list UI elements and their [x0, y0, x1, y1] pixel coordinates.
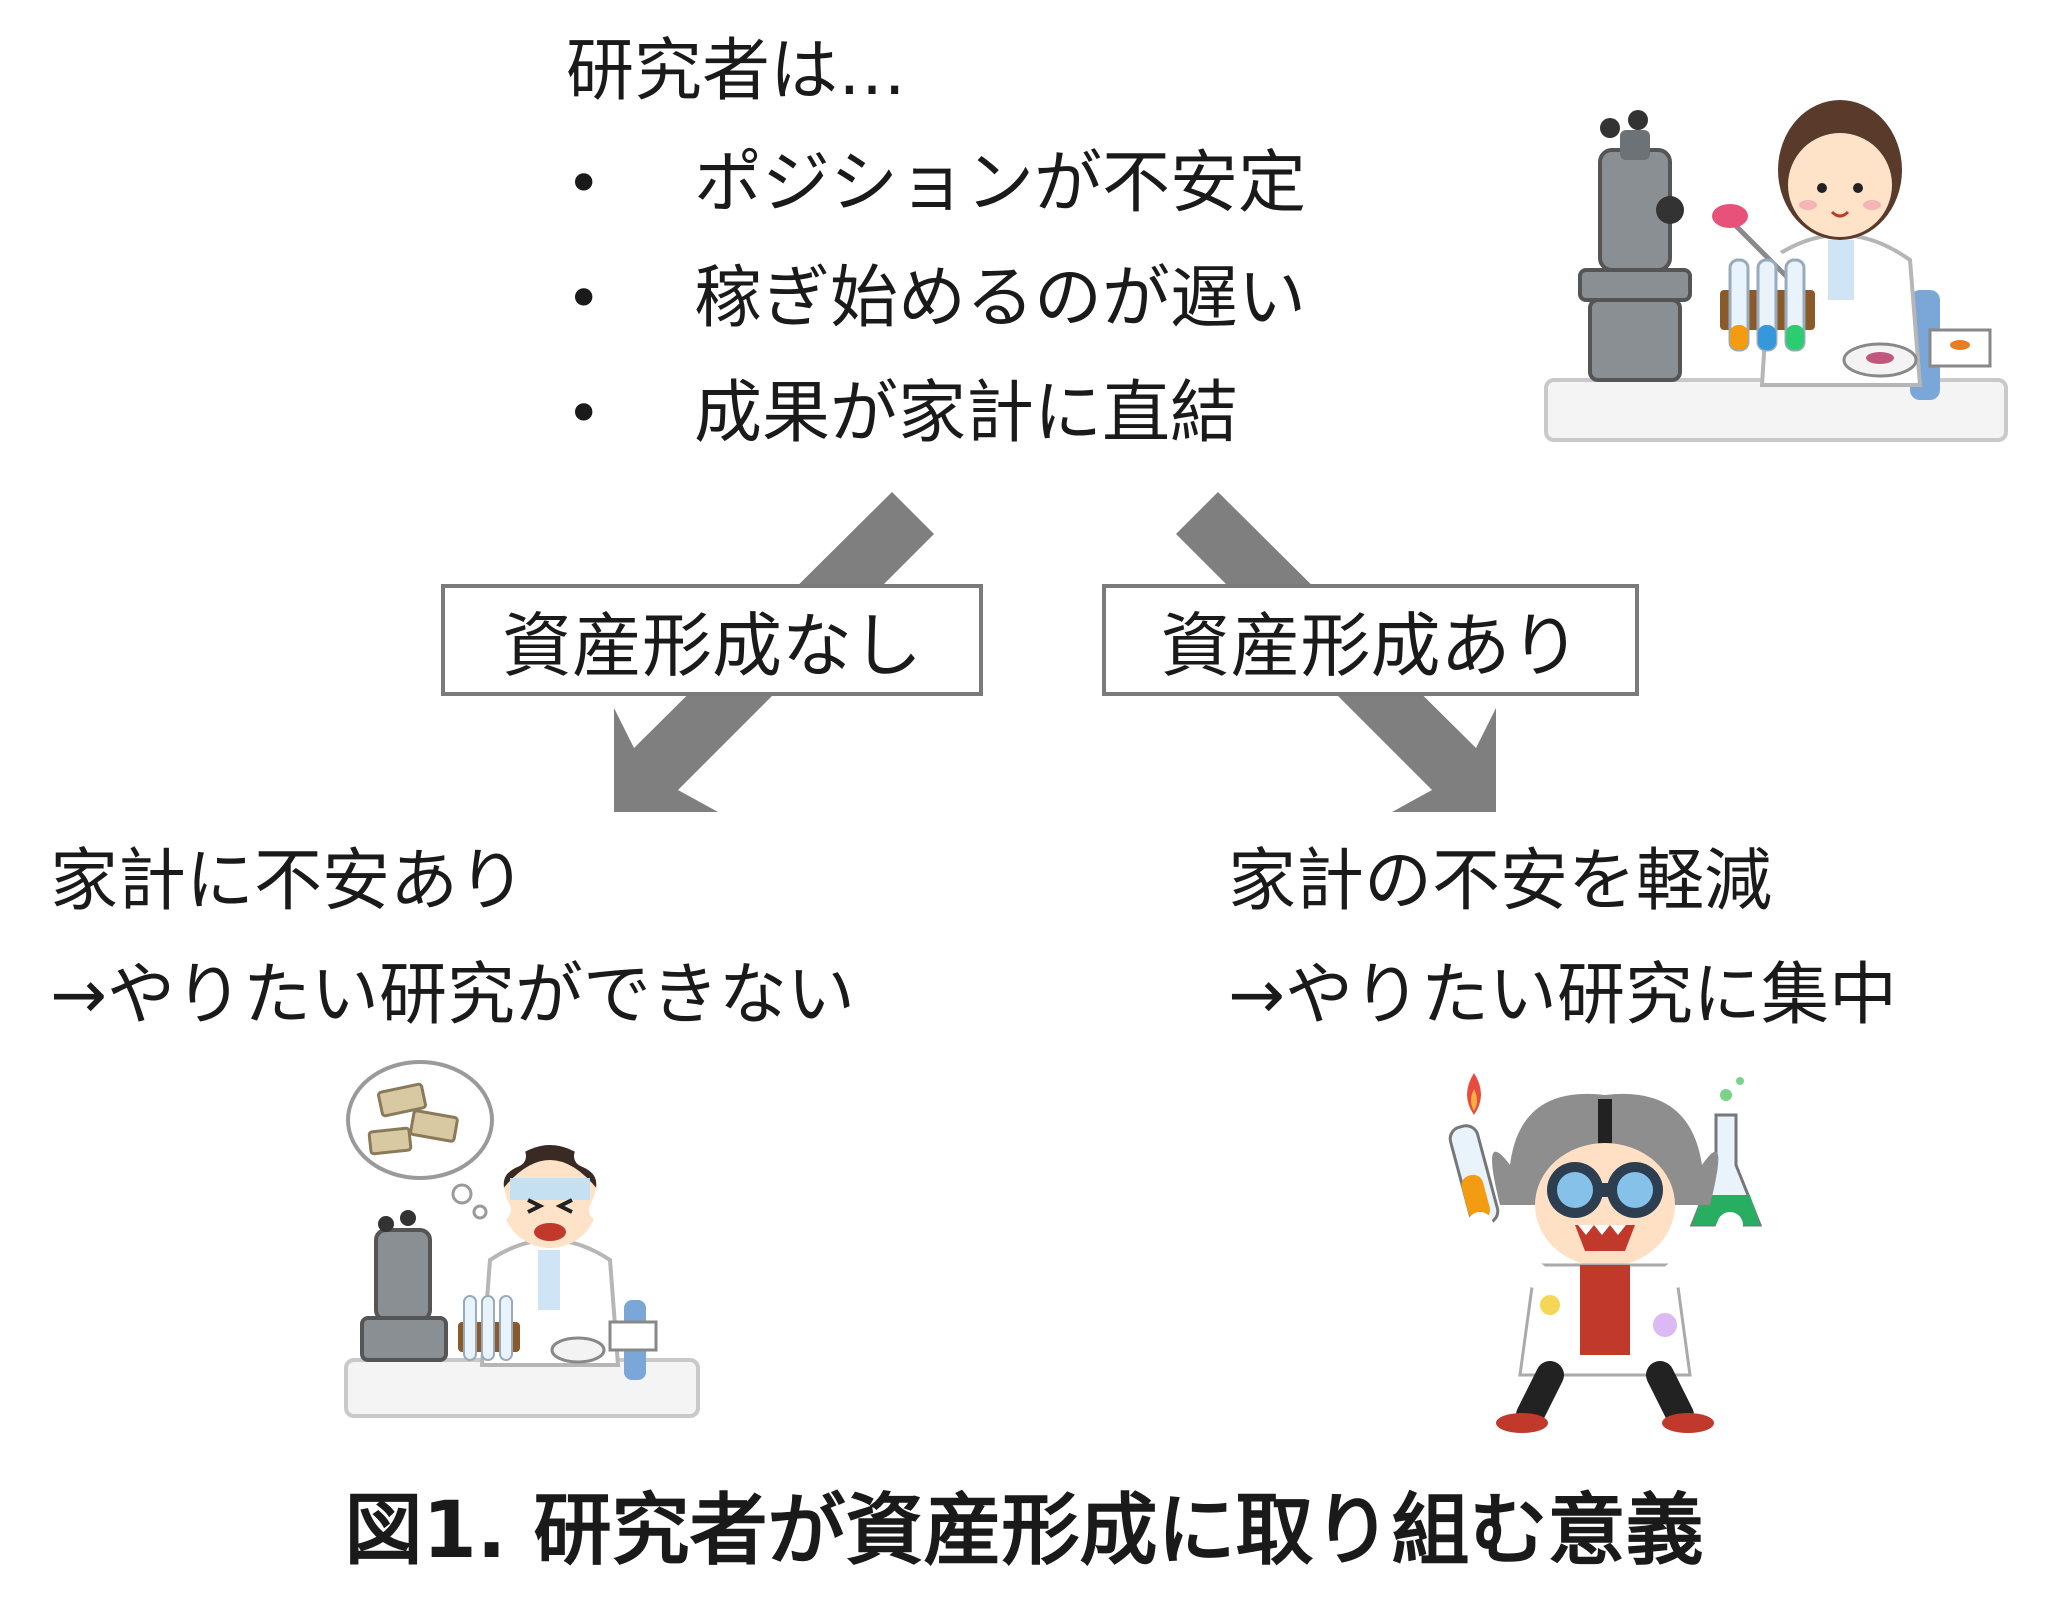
outcome-left-line2: →やりたい研究ができない [50, 962, 855, 1030]
branch-label-right: 資産形成あり [1102, 584, 1639, 696]
branch-label-left: 資産形成なし [441, 584, 983, 696]
outcome-left-line1: 家計に不安あり [50, 848, 526, 916]
worried-researcher-illustration [340, 1060, 710, 1430]
mad-scientist-illustration [1440, 1055, 1770, 1435]
outcome-right-line2: →やりたい研究に集中 [1228, 962, 1897, 1030]
researcher-microscope-illustration [1540, 40, 2020, 460]
figure-caption: 図1. 研究者が資産形成に取り組む意義 [0, 1468, 2048, 1580]
outcome-right-line1: 家計の不安を軽減 [1228, 848, 1772, 916]
